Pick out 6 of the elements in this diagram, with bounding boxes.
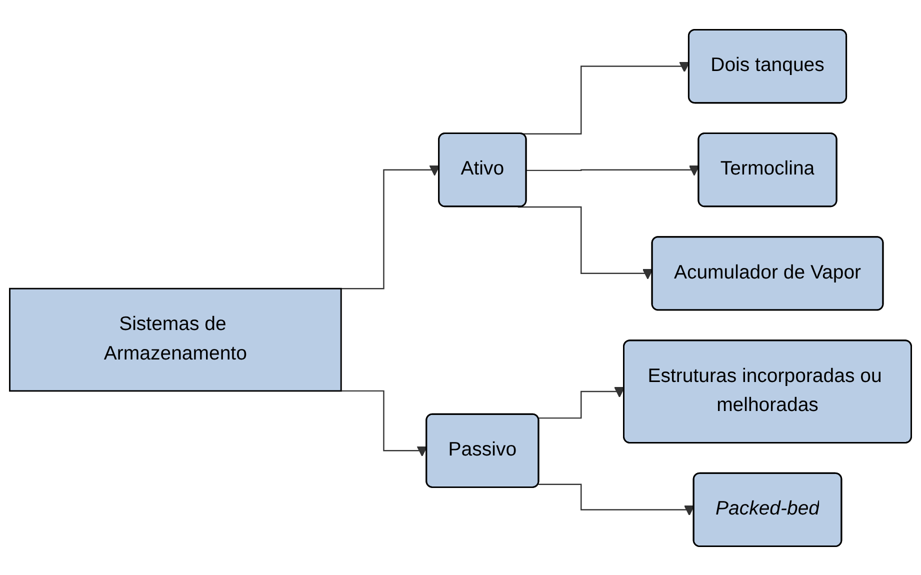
arrow bbox=[538, 483, 695, 516]
arrow bbox=[526, 164, 700, 176]
arrow bbox=[538, 386, 625, 418]
flowchart: Sistemas de Armazenamento Ativo Passivo Dois tanques Termoclina Acumulador de Vapor Estruturas incorporadas ou melhoradas Packed-bed bbox=[0, 20, 921, 556]
node-box bbox=[9, 287, 342, 392]
arrow bbox=[518, 206, 654, 279]
